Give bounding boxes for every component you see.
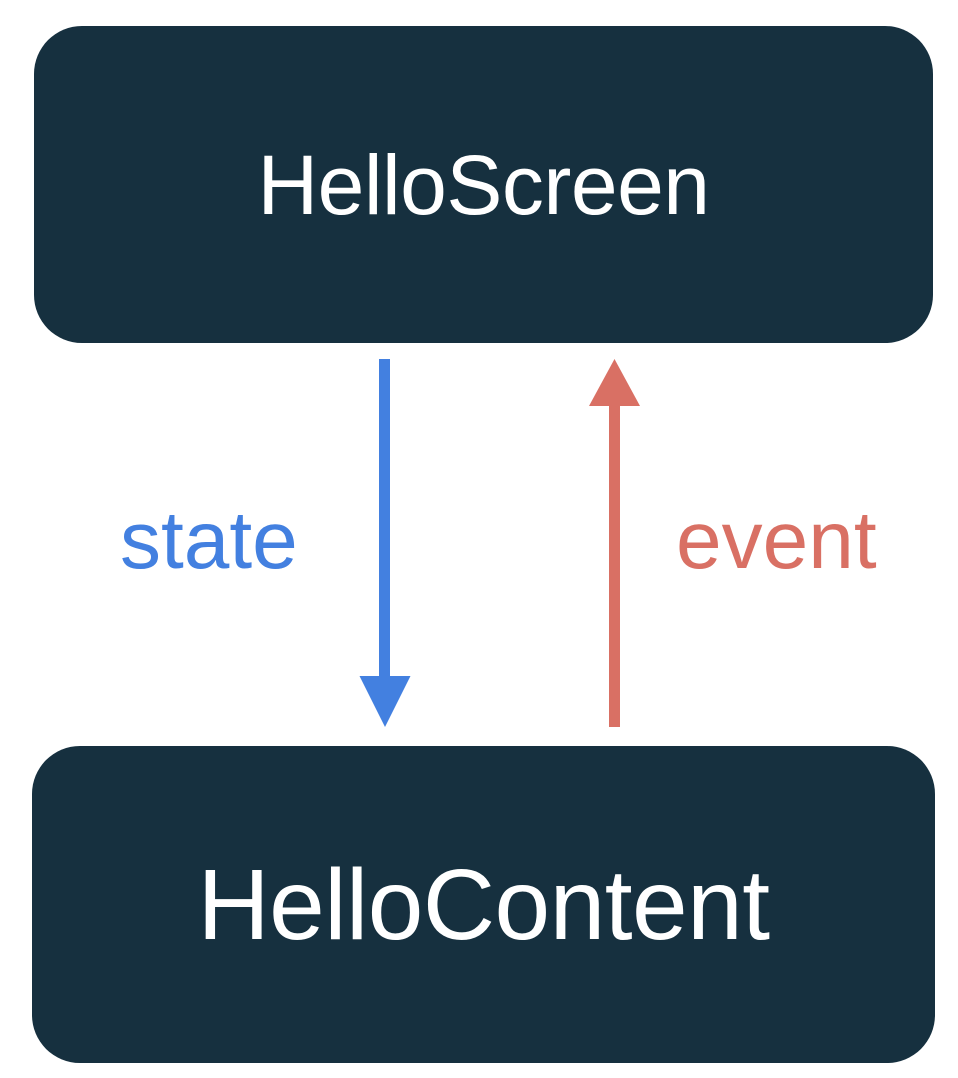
event-arrow-shaft — [609, 405, 620, 727]
event-arrow[interactable] — [589, 359, 640, 727]
state-arrow-head-icon — [359, 676, 411, 727]
node-hello-screen[interactable]: HelloScreen — [34, 26, 933, 343]
node-hello-content-label: HelloContent — [197, 848, 770, 961]
state-arrow-shaft — [379, 359, 390, 679]
state-arrow[interactable] — [359, 359, 411, 727]
edge-label-event: event — [676, 495, 877, 586]
node-hello-screen-label: HelloScreen — [257, 137, 710, 232]
event-arrow-head-icon — [589, 359, 640, 406]
node-hello-content[interactable]: HelloContent — [32, 746, 935, 1063]
edge-label-state: state — [120, 495, 298, 586]
